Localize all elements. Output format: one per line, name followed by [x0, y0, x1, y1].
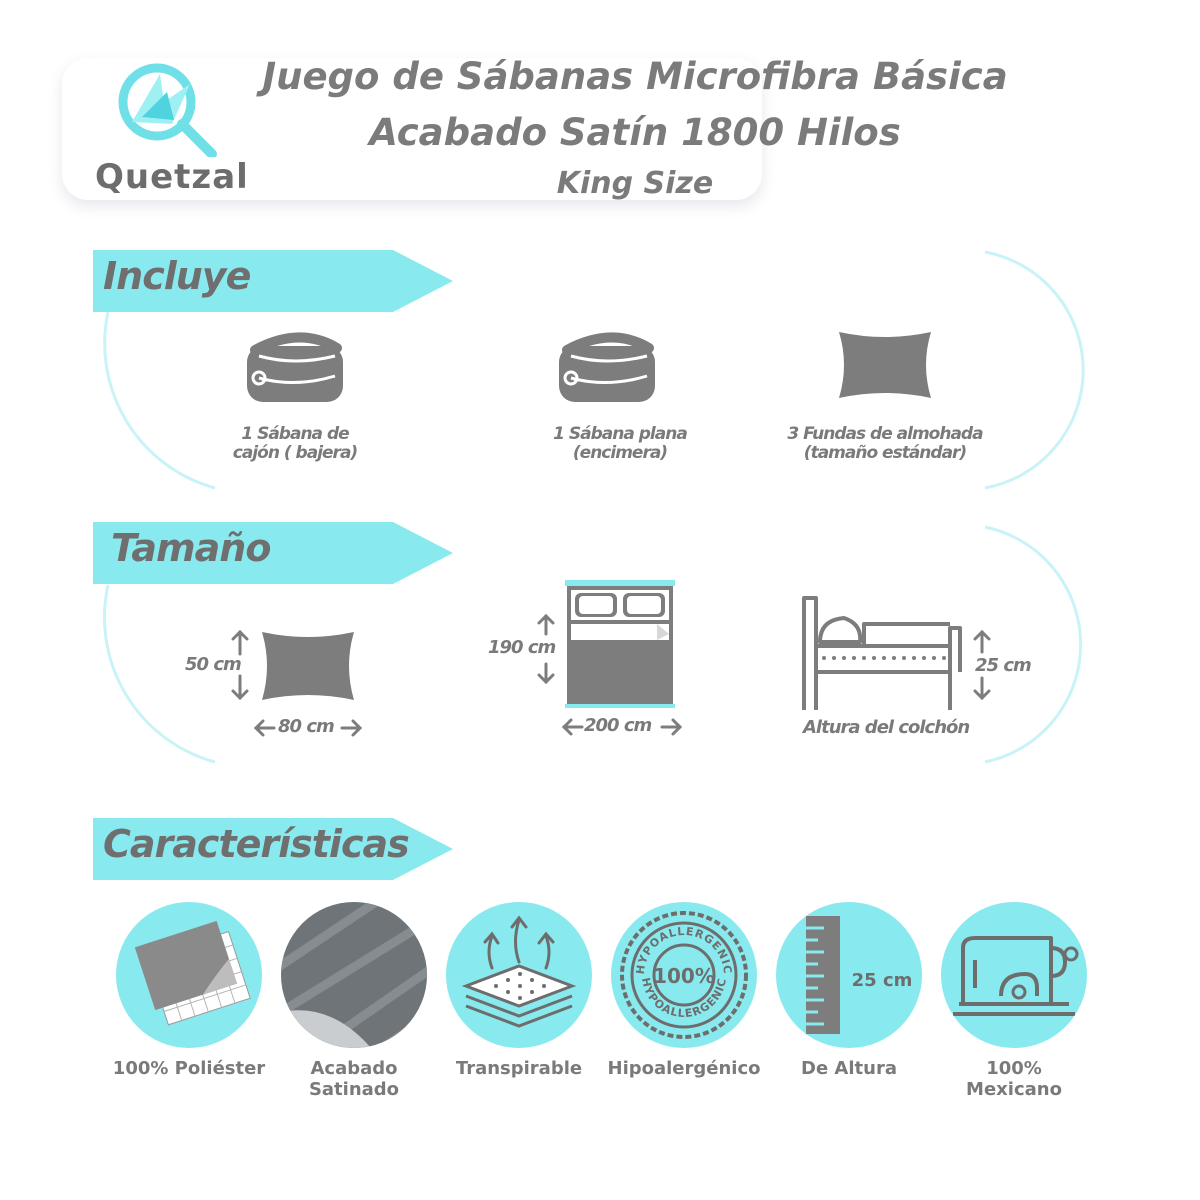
bed-length-label: 190 cm	[488, 637, 556, 658]
feature-label-polyester-line-1: 100% Poliéster	[112, 1058, 266, 1079]
arrow-vertical-icon	[973, 629, 991, 701]
section-heading-tamano: Tamaño	[111, 526, 271, 570]
pillow-size-icon	[258, 628, 358, 708]
bed-width-label: 200 cm	[584, 715, 652, 736]
section-banner-incluye: Incluye	[93, 250, 453, 312]
section-heading-caracteristicas: Características	[103, 822, 410, 866]
feature-circle-height: 25 cm	[776, 902, 922, 1048]
arrow-vertical-icon	[537, 613, 555, 685]
section-banner-caracteristicas: Características	[93, 818, 453, 880]
feature-circle-breathable	[446, 902, 592, 1048]
feature-label-satin: Acabado Satinado	[269, 1058, 439, 1100]
breathable-icon	[461, 915, 577, 1028]
feature-label-polyester: 100% Poliéster	[104, 1058, 274, 1079]
include-label-3: 3 Fundas de almohada (tamaño estándar)	[770, 425, 1000, 463]
fabric-layers-icon	[134, 920, 251, 1026]
feature-label-breathable-line-1: Transpirable	[455, 1058, 583, 1079]
feature-circle-polyester	[116, 902, 262, 1048]
arrow-vertical-icon	[231, 629, 249, 701]
pillow-width-label: 80 cm	[278, 716, 335, 737]
feature-label-mexicano-line-2: Mexicano	[966, 1079, 1062, 1100]
bed-side-view-icon	[800, 594, 966, 716]
pillow-icon	[835, 328, 935, 406]
quetzal-logo-icon	[112, 62, 222, 159]
section-heading-incluye: Incluye	[103, 254, 251, 298]
folded-sheet-icon	[245, 332, 345, 408]
arrow-horizontal-icon	[253, 719, 363, 737]
product-size: King Size	[556, 166, 714, 201]
folded-sheet-icon	[557, 332, 657, 408]
ruler-icon: 25 cm	[806, 916, 913, 1034]
section-banner-tamano: Tamaño	[93, 522, 453, 584]
feature-label-height: De Altura	[764, 1058, 934, 1079]
arrow-horizontal-icon	[561, 718, 683, 736]
bed-top-view-icon	[565, 580, 675, 712]
ruler-measure: 25 cm	[852, 970, 913, 991]
feature-label-mexicano-line-1: 100%	[986, 1058, 1042, 1079]
feature-circle-hypoallergenic: HYPOALLERGENIC HYPOALLERGENIC 100%	[611, 902, 757, 1048]
include-label-2: 1 Sábana plana (encimera)	[530, 425, 710, 463]
include-label-1-line-2: cajón ( bajera)	[232, 443, 358, 463]
feature-circle-satin	[281, 902, 427, 1048]
hypoallergenic-seal-icon: HYPOALLERGENIC HYPOALLERGENIC 100%	[620, 911, 748, 1039]
feature-label-satin-line-1: Acabado	[310, 1058, 398, 1079]
feature-label-hypoallergenic-line-1: Hipoalergénico	[607, 1058, 761, 1079]
product-title-line-1: Juego de Sábanas Microfibra Básica	[262, 55, 1008, 98]
mattress-caption: Altura del colchón	[803, 717, 970, 738]
feature-label-hypoallergenic: Hipoalergénico	[599, 1058, 769, 1079]
feature-label-height-line-1: De Altura	[801, 1058, 897, 1079]
product-title-line-2: Acabado Satín 1800 Hilos	[369, 111, 901, 154]
pillow-height-label: 50 cm	[185, 654, 242, 675]
mattress-height-label: 25 cm	[975, 655, 1032, 676]
include-label-1: 1 Sábana de cajón ( bajera)	[210, 425, 380, 463]
include-label-2-line-1: 1 Sábana plana	[553, 424, 688, 444]
seal-percent: 100%	[653, 964, 715, 988]
feature-circle-mexicano	[941, 902, 1087, 1048]
decorative-arcs	[103, 250, 1085, 764]
include-label-1-line-1: 1 Sábana de	[241, 424, 349, 444]
brand-name: Quetzal	[95, 157, 249, 197]
feature-label-mexicano: 100% Mexicano	[929, 1058, 1099, 1100]
include-label-3-line-1: 3 Fundas de almohada	[787, 424, 983, 444]
include-label-2-line-2: (encimera)	[572, 443, 668, 463]
feature-label-satin-line-2: Satinado	[308, 1079, 400, 1100]
sewing-machine-icon	[953, 936, 1079, 1016]
include-label-3-line-2: (tamaño estándar)	[803, 443, 967, 463]
feature-label-breathable: Transpirable	[434, 1058, 604, 1079]
satin-fabric-icon	[281, 902, 427, 1048]
